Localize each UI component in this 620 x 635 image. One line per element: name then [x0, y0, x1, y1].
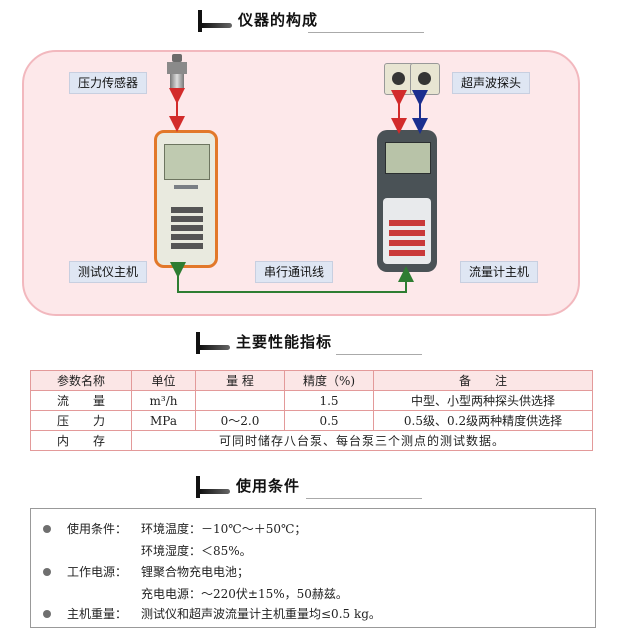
cell-precision: 0.5 — [284, 410, 374, 431]
label-ultrasonic-probe: 超声波探头 — [452, 72, 531, 94]
condition-label: 使用条件： — [67, 522, 128, 536]
label-pressure-sensor: 压力传感器 — [69, 72, 148, 94]
flowmeter-main-image — [377, 130, 437, 272]
header-brush-stroke — [200, 345, 230, 350]
table-header-row: 参数名称 单位 量 程 精度（%) 备 注 — [30, 370, 593, 391]
performance-table: 参数名称 单位 量 程 精度（%) 备 注 流 量 m³/h 1.5 中型、小型… — [30, 370, 593, 451]
section-header-composition: 仪器的构成 — [198, 8, 428, 34]
cell-precision: 1.5 — [284, 390, 374, 411]
flowmeter-screen — [385, 142, 431, 174]
tester-keypad — [171, 205, 203, 249]
cell-note: 0.5级、0.2级两种精度供选择 — [373, 410, 593, 431]
condition-line: 环境湿度：＜85%。 — [141, 544, 252, 558]
label-tester-main: 测试仪主机 — [69, 261, 148, 283]
sensor-hex — [167, 62, 187, 74]
serial-cable-arrow — [170, 262, 414, 293]
cell-name: 压 力 — [30, 410, 132, 431]
label-flowmeter-main: 流量计主机 — [460, 261, 539, 283]
header-underline — [336, 354, 422, 355]
cell-name: 流 量 — [30, 390, 132, 411]
col-header-unit: 单位 — [131, 370, 196, 391]
header-underline — [308, 32, 424, 33]
condition-label: 工作电源： — [67, 565, 128, 579]
cell-unit: m³/h — [131, 390, 196, 411]
header-brush-stroke — [200, 489, 230, 494]
col-header-note: 备 注 — [373, 370, 593, 391]
section-header-conditions: 使用条件 — [196, 474, 426, 500]
condition-line: 测试仪和超声波流量计主机重量均≤0.5 kg。 — [141, 607, 381, 621]
connection-arrows — [169, 88, 428, 293]
condition-line: 环境温度：－10℃～＋50℃； — [141, 522, 307, 536]
table-row: 压 力 MPa 0～2.0 0.5 0.5级、0.2级两种精度供选择 — [30, 410, 593, 431]
section-title: 主要性能指标 — [236, 333, 333, 351]
cell-note: 中型、小型两种探头供选择 — [373, 390, 593, 411]
flowmeter-keypad — [389, 216, 425, 256]
condition-line: 充电电源：～220伏±15%，50赫兹。 — [141, 587, 348, 601]
bullet-dot — [43, 610, 51, 618]
sensor-body — [170, 74, 184, 90]
header-underline — [306, 498, 422, 499]
probe-lens — [392, 72, 405, 85]
pressure-sensor-image — [167, 54, 187, 90]
cell-range: 0～2.0 — [195, 410, 285, 431]
col-header-name: 参数名称 — [30, 370, 132, 391]
tester-brand-plate — [174, 185, 198, 189]
table-row: 流 量 m³/h 1.5 中型、小型两种探头供选择 — [30, 390, 593, 411]
tester-screen — [164, 144, 210, 180]
cell-range — [195, 390, 285, 411]
header-brush-stroke — [202, 23, 232, 28]
sensor-cap — [172, 54, 182, 62]
condition-label: 主机重量： — [67, 607, 128, 621]
table-row: 内 存 可同时储存八台泵、每台泵三个测点的测试数据。 — [30, 430, 593, 451]
cell-name: 内 存 — [30, 430, 132, 451]
condition-line: 锂聚合物充电电池； — [141, 565, 250, 579]
section-header-performance: 主要性能指标 — [196, 330, 426, 356]
bullet-dot — [43, 525, 51, 533]
cell-merged: 可同时储存八台泵、每台泵三个测点的测试数据。 — [131, 430, 593, 451]
section-title: 使用条件 — [236, 477, 301, 495]
col-header-precision: 精度（%) — [284, 370, 374, 391]
probe-lens — [418, 72, 431, 85]
conditions-box: 使用条件： 环境温度：－10℃～＋50℃； 环境湿度：＜85%。 工作电源： 锂… — [30, 508, 596, 628]
header-bar — [196, 476, 200, 498]
col-header-range: 量 程 — [195, 370, 285, 391]
bullet-dot — [43, 568, 51, 576]
header-bar — [196, 332, 200, 354]
cell-unit: MPa — [131, 410, 196, 431]
ultrasonic-probe-right — [410, 63, 440, 95]
header-bar — [198, 10, 202, 32]
section-title: 仪器的构成 — [238, 11, 319, 29]
